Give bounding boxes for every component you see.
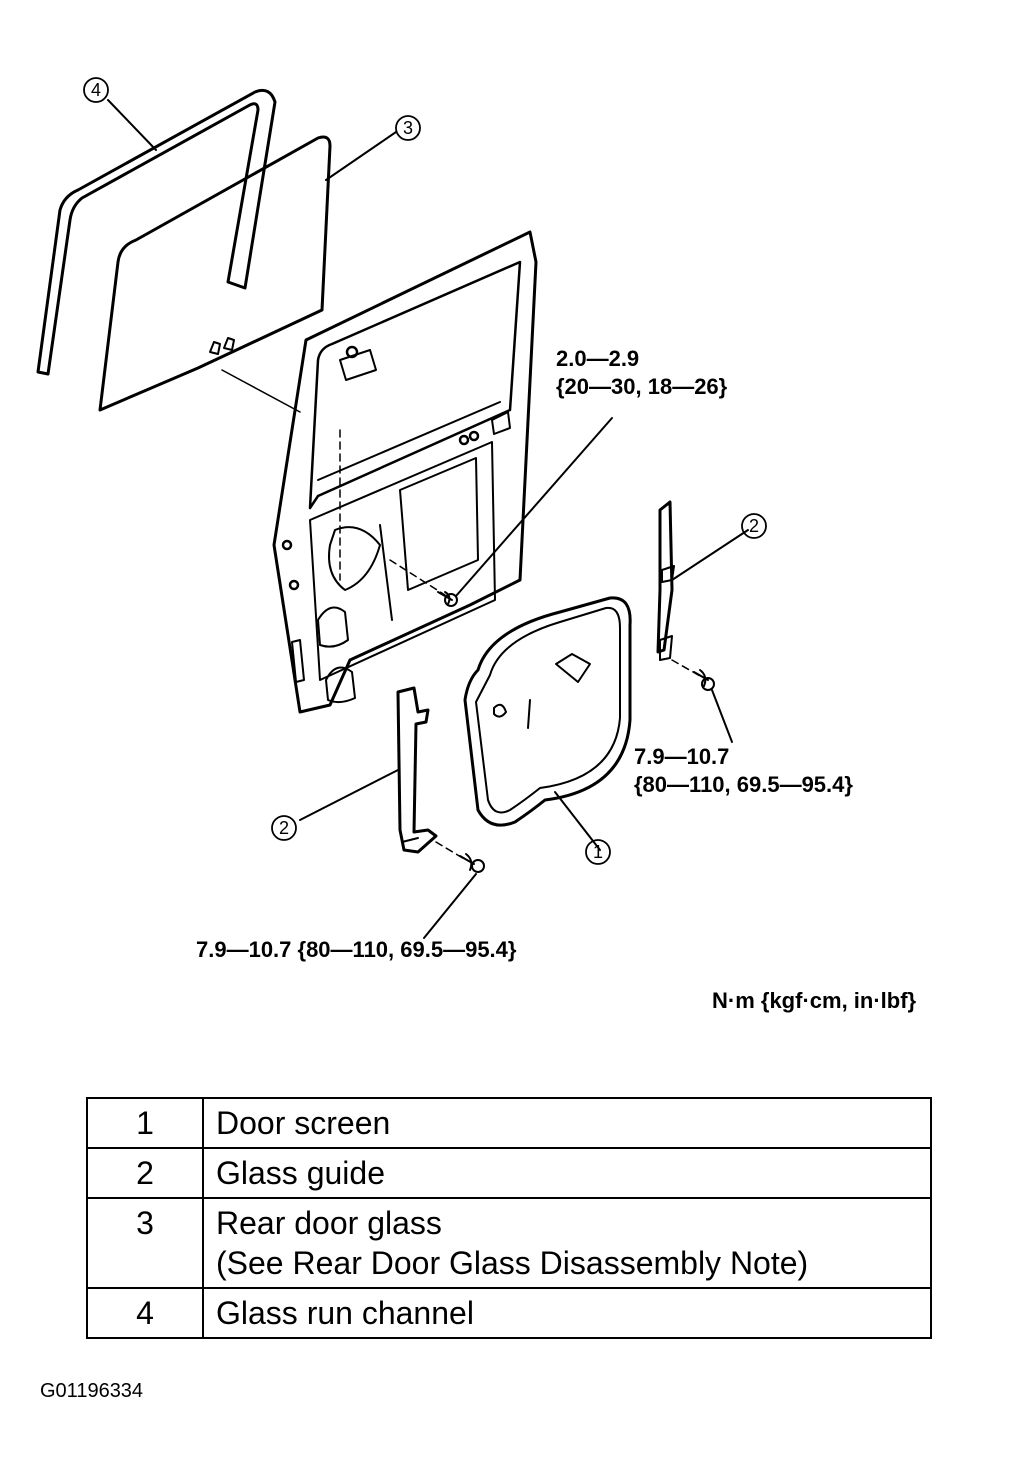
torque-upper-screw: 2.0—2.9 {20—30, 18—26} (556, 345, 727, 401)
door-screen (463, 596, 632, 851)
torque-right-guide-bolt: 7.9—10.7 {80—110, 69.5—95.4} (634, 743, 853, 799)
legend-row: 3 Rear door glass (See Rear Door Glass D… (86, 1197, 932, 1289)
callout-2-right: 2 (741, 513, 767, 539)
svg-text:3: 3 (403, 118, 413, 138)
legend-number: 3 (86, 1197, 204, 1289)
figure-id: G01196334 (40, 1380, 144, 1402)
legend-label: Rear door glass (See Rear Door Glass Dis… (202, 1197, 932, 1289)
legend-label: Door screen (202, 1097, 932, 1149)
legend-number: 4 (86, 1287, 204, 1339)
legend-row: 4 Glass run channel (86, 1287, 932, 1339)
callout-4: 4 (83, 77, 109, 103)
legend-row: 2 Glass guide (86, 1147, 932, 1199)
torque-right-guide-line-1: 7.9—10.7 (634, 744, 730, 769)
svg-text:4: 4 (91, 80, 101, 100)
callout-1: 1 (585, 839, 611, 865)
callout-3: 3 (395, 115, 421, 141)
svg-text:1: 1 (593, 842, 603, 862)
svg-text:2: 2 (279, 818, 289, 838)
upper-screw (437, 417, 613, 607)
parts-legend-table: 1 Door screen 2 Glass guide 3 Rear door … (86, 1097, 932, 1339)
torque-upper-screw-line-1: 2.0—2.9 (556, 346, 640, 371)
torque-left-guide-bolt: 7.9—10.7 {80—110, 69.5—95.4} (196, 937, 517, 962)
glass-guide-right (656, 500, 749, 743)
exploded-door-diagram: 4 3 2 2 1 (36, 77, 767, 939)
legend-label: Glass run channel (202, 1287, 932, 1339)
callout-2-left: 2 (271, 815, 297, 841)
legend-number: 1 (86, 1097, 204, 1149)
legend-label: Glass guide (202, 1147, 932, 1199)
legend-number: 2 (86, 1147, 204, 1199)
glass-run-channel (36, 88, 277, 376)
torque-units-note: N·m {kgf·cm, in·lbf} (712, 988, 917, 1013)
svg-text:2: 2 (749, 516, 759, 536)
rear-door-glass (98, 135, 332, 412)
legend-row: 1 Door screen (86, 1097, 932, 1149)
door-body (221, 230, 538, 714)
torque-upper-screw-line-2: {20—30, 18—26} (556, 374, 728, 399)
glass-guide-left (299, 686, 485, 939)
torque-right-guide-line-2: {80—110, 69.5—95.4} (634, 772, 853, 797)
